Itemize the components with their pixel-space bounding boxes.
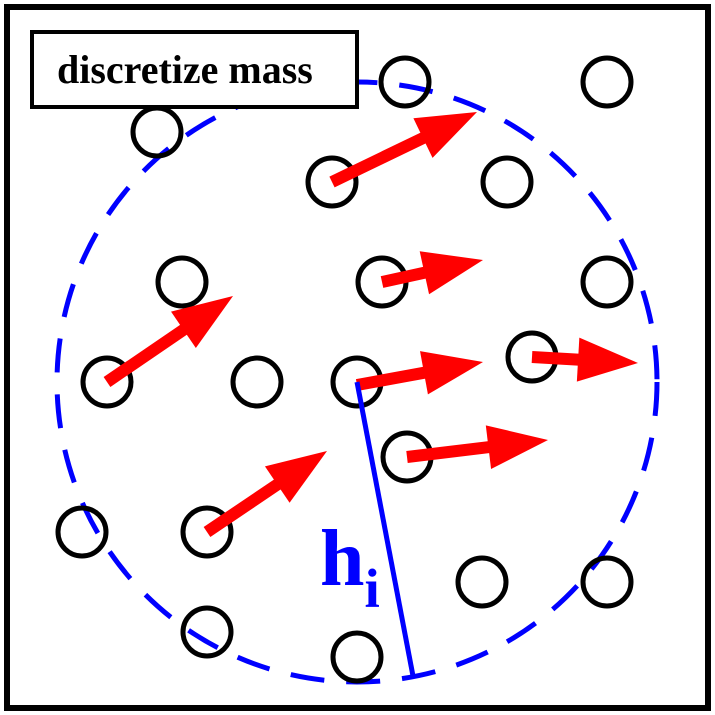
particle-circle [180, 605, 234, 659]
particle-circle [305, 155, 359, 209]
velocity-arrow-head [264, 451, 327, 503]
velocity-arrow [355, 351, 483, 395]
particle-circle [330, 630, 384, 684]
smoothing-length-subscript: i [365, 558, 380, 619]
velocity-arrow-shaft [203, 477, 284, 537]
label-box [30, 30, 359, 109]
velocity-arrow-head [420, 351, 483, 395]
label-box-text: discretize mass [57, 47, 313, 92]
outer-frame [4, 4, 711, 711]
particle-circle [80, 355, 134, 409]
smoothing-length-symbol: h [320, 515, 365, 603]
particle-circle [580, 55, 634, 109]
velocity-arrow-shaft [329, 130, 430, 188]
particle-circle [180, 505, 234, 559]
velocity-arrow [380, 251, 483, 295]
velocity-arrow-head [419, 251, 483, 295]
velocity-arrow [406, 425, 548, 470]
velocity-arrow-shaft [406, 440, 494, 463]
velocity-arrow-shaft [355, 366, 429, 391]
particle-circle [55, 505, 109, 559]
velocity-arrow [531, 337, 638, 382]
particle-circle [580, 255, 634, 309]
particle-circle [580, 555, 634, 609]
particle-circle [155, 255, 209, 309]
velocity-arrow [103, 296, 233, 387]
particle-circle [480, 155, 534, 209]
velocity-arrow-head [485, 425, 548, 470]
smoothing-length-label: hi [320, 515, 380, 619]
velocity-arrow [329, 112, 477, 188]
velocity-arrow [203, 451, 327, 537]
velocity-arrow-head [576, 337, 638, 382]
particle-circle [230, 355, 284, 409]
velocity-arrow-shaft [531, 351, 583, 366]
particle-circle [130, 105, 184, 159]
smoothing-length-line [354, 381, 416, 677]
velocity-arrows-group [103, 112, 638, 537]
velocity-arrow-shaft [380, 266, 430, 288]
velocity-arrow-head [171, 296, 233, 348]
velocity-arrow-head [413, 112, 477, 158]
velocity-arrow-shaft [103, 322, 191, 387]
particle-circle [455, 555, 509, 609]
particle-circle [378, 55, 432, 109]
